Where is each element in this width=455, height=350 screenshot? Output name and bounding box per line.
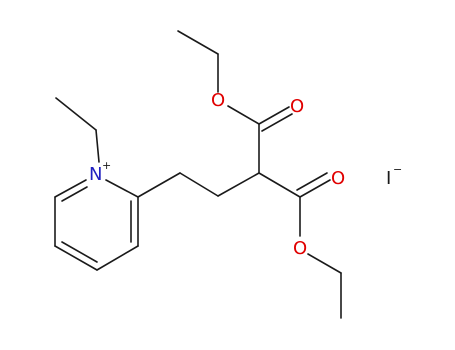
bond-lower-co-double-b: [296, 172, 328, 191]
bond-ch-lower-carbonyl: [258, 172, 301, 198]
bond-ethyl-ch2-n: [95, 129, 100, 163]
bond-c2-linker: [137, 172, 181, 198]
bond-c4-c5: [54, 245, 98, 271]
upper-ether-oxygen-label: O: [211, 90, 225, 111]
bond-c4-c5-inner: [61, 241, 98, 263]
bond-ethyl-ch3-ch2: [55, 97, 97, 131]
bond-lower-co-double-a: [299, 179, 331, 198]
nitrogen-label: N: [89, 164, 102, 185]
iodide-label: I: [386, 168, 391, 189]
bond-n-c2: [105, 179, 139, 198]
bond-c6-n: [54, 179, 87, 198]
bond-ch2-ch: [217, 172, 260, 197]
lower-ether-oxygen-label: O: [293, 238, 307, 259]
bond-upper-co-double-b: [261, 113, 293, 132]
bond-upper-ch2-ch3: [177, 30, 219, 55]
bond-c3-c4: [96, 245, 139, 271]
iodide-charge: −: [393, 163, 402, 176]
nitrogen-charge: +: [102, 159, 111, 172]
bond-c6-n-inner: [61, 186, 88, 202]
upper-carbonyl-oxygen-label: O: [290, 96, 304, 117]
bond-upper-c-oether: [227, 105, 260, 125]
lower-carbonyl-oxygen-label: O: [331, 168, 345, 189]
bond-lower-oether-ch2: [307, 253, 342, 274]
bond-upper-co-double-a: [258, 106, 290, 125]
bond-linker-ch2: [179, 172, 219, 197]
